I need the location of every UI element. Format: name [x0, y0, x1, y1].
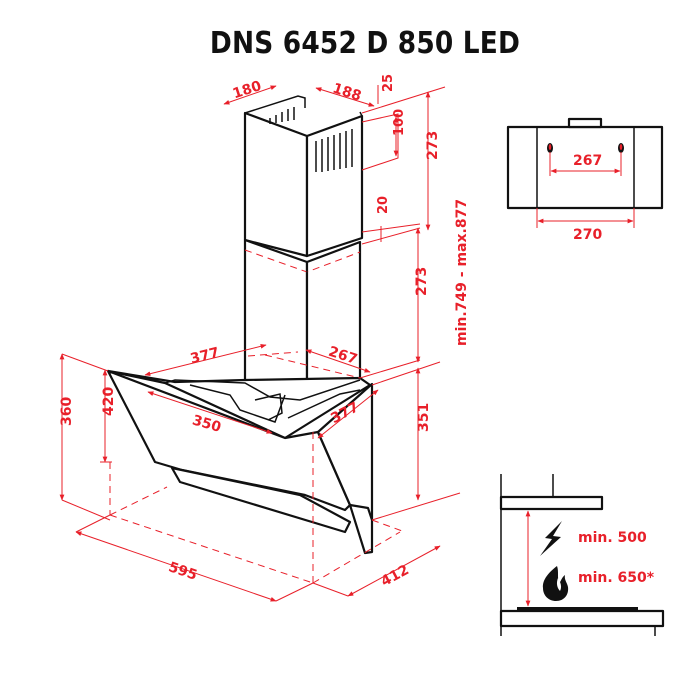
chimney-upper — [243, 95, 364, 258]
dim-label: 100 — [392, 109, 407, 136]
dim-label: 273 — [425, 131, 441, 160]
dim-chimney-273-upper: 273 — [425, 91, 441, 231]
dim-label: 180 — [231, 78, 264, 102]
dim-hood-595: 595 — [75, 514, 314, 602]
dim-chimney-100: 100 — [361, 109, 407, 171]
dim-hood-360: 360 — [59, 353, 111, 521]
dim-label: 188 — [330, 80, 363, 104]
dim-chimney-25: 25 — [377, 74, 396, 104]
hood-body — [106, 369, 374, 555]
mount-hole-right-icon — [618, 143, 624, 153]
dim-label: 360 — [59, 397, 75, 426]
flame-icon — [542, 566, 569, 601]
dim-hood-420: 420 — [100, 369, 117, 463]
dim-label: 273 — [414, 267, 430, 296]
dim-hood-351: 351 — [371, 367, 461, 521]
dim-label: 351 — [416, 403, 432, 432]
dim-label: 350 — [190, 412, 223, 436]
installation-view: min. 500 min. 650* — [499, 474, 665, 636]
dim-chimney-188: 188 — [315, 80, 375, 107]
dim-label: 267 — [573, 153, 602, 169]
dim-chimney-180: 180 — [223, 78, 277, 105]
dim-label: 595 — [166, 559, 199, 584]
dim-label: 412 — [378, 562, 411, 590]
dim-label: 20 — [376, 196, 391, 214]
dim-label: 270 — [573, 227, 602, 243]
dim-label: 377 — [189, 345, 221, 368]
mount-hole-left-icon — [547, 143, 553, 153]
dim-label: min.749 - max.877 — [454, 199, 470, 346]
dim-hood-412: 412 — [312, 545, 441, 597]
dim-chimney-273-lower: 273 — [414, 227, 430, 363]
vent-slots — [269, 107, 353, 172]
electric-min-label: min. 500 — [578, 530, 647, 546]
lightning-icon — [540, 521, 562, 556]
top-view-bracket: 267 270 — [506, 117, 664, 243]
dim-hood-350: 350 — [147, 391, 273, 436]
dim-label: 420 — [101, 387, 117, 416]
chimney-lower — [243, 238, 362, 400]
dim-label: 25 — [381, 74, 396, 92]
dim-total-height: min.749 - max.877 — [454, 199, 470, 346]
gas-min-label: min. 650* — [578, 570, 655, 586]
page-title: DNS 6452 D 850 LED — [209, 26, 521, 61]
dim-hood-377-top: 377 — [144, 343, 299, 377]
dim-chimney-20: 20 — [361, 196, 421, 245]
